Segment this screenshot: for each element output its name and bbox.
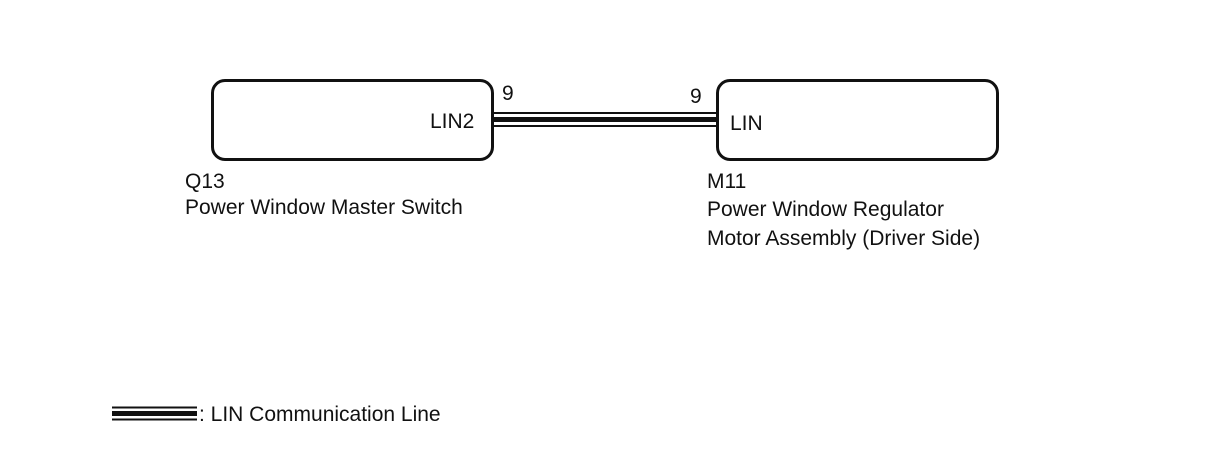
lin-communication-wire — [494, 112, 716, 127]
legend-line-symbol — [112, 406, 197, 421]
right-component-name-line2: Motor Assembly (Driver Side) — [707, 227, 981, 250]
left-component-name: Power Window Master Switch — [185, 196, 463, 219]
left-pin-label: LIN2 — [430, 110, 475, 133]
power-window-master-switch-box — [211, 79, 494, 161]
right-pin-label: LIN — [730, 112, 763, 135]
legend-label: : LIN Communication Line — [199, 403, 441, 426]
left-component-code: Q13 — [185, 170, 225, 193]
right-pin-number: 9 — [690, 85, 702, 108]
power-window-regulator-motor-box — [716, 79, 999, 161]
right-component-code: M11 — [707, 170, 747, 193]
right-component-name-line1: Power Window Regulator — [707, 198, 944, 221]
left-pin-number: 9 — [502, 82, 514, 105]
